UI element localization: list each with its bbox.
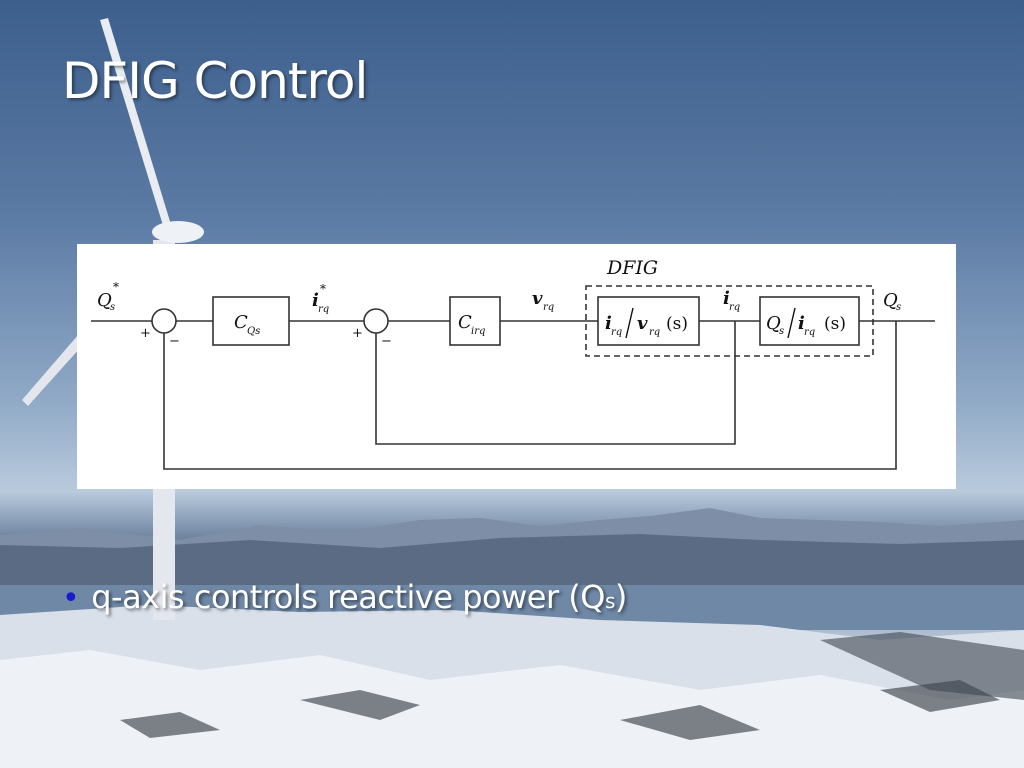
block-plant-qs-irq [759,296,860,346]
block-diagram-svg: DFIG Q s * i rq * v rq i rq Q s + − + − … [91,257,935,470]
plant2-slash [787,307,796,339]
block-c-qs-sub: Qs [247,326,260,337]
plant1-den: v [637,313,648,334]
block-c-qs [212,296,290,346]
plant1-num-sub: rq [611,327,622,338]
dfig-label: DFIG [606,257,658,279]
plant2-den: i [798,313,805,334]
outer-feedback-loop [163,321,897,470]
inner-feedback-loop [375,321,736,445]
plant2-num: Q [766,313,781,334]
block-c-irq [449,296,501,346]
signal-qs-ref-star: * [113,280,119,294]
block-plant-irq-vrq [597,296,700,346]
block-c-irq-main: C [458,312,472,333]
signal-vrq-sub: rq [543,302,554,313]
dfig-boundary [585,285,874,357]
signal-qs-out-sub: s [896,302,901,313]
plant2-arg: (s) [824,314,846,334]
sign-minus-outer: − [169,334,180,349]
slide-title: DFIG Control [62,52,368,110]
bullet-subscript: s [604,589,615,613]
signal-irq-ref-sub: rq [318,304,329,315]
sign-plus-outer: + [140,326,151,341]
bullet-dot-icon: • [62,581,80,616]
plant1-arg: (s) [666,314,688,334]
control-block-diagram: DFIG Q s * i rq * v rq i rq Q s + − + − … [77,244,956,489]
summing-junction-outer [151,308,177,334]
sign-minus-inner: − [381,334,392,349]
signal-irq-sub: rq [729,302,740,313]
bullet-text: q-axis controls reactive power (Q [91,578,605,616]
sign-plus-inner: + [352,326,363,341]
signal-qs-ref-sub: s [110,302,115,313]
signal-irq-ref: i [312,290,319,311]
signal-irq-ref-star: * [320,282,326,296]
plant1-num: i [605,313,612,334]
signal-qs-out: Q [883,290,898,311]
summing-junction-inner [363,308,389,334]
plant1-den-sub: rq [649,327,660,338]
signal-qs-ref: Q [97,290,112,311]
block-c-qs-main: C [234,312,248,333]
signal-irq: i [723,288,730,309]
signal-vrq: v [532,288,543,309]
plant2-num-sub: s [779,326,784,337]
bullet-tail: ) [614,578,627,616]
block-c-irq-sub: irq [471,326,485,337]
plant1-slash [625,307,634,339]
plant2-den-sub: rq [804,327,815,338]
